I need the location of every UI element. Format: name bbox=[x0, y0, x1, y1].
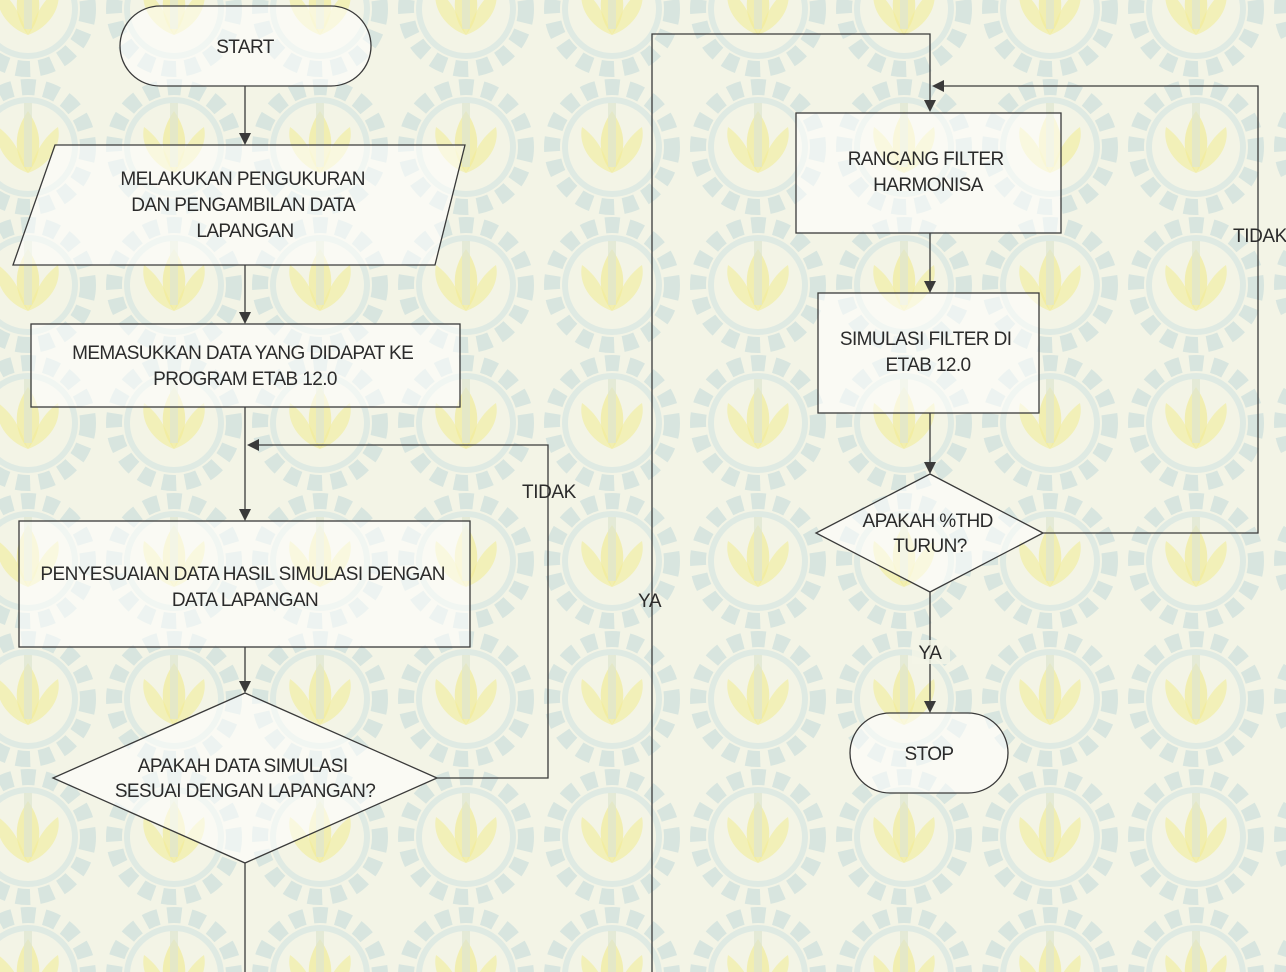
input-etab-label: MEMASUKKAN DATA YANG DIDAPAT KE PROGRAM … bbox=[72, 343, 418, 390]
decision-data-match-label: APAKAH DATA SIMULASI SESUAI DENGAN LAPAN… bbox=[115, 756, 375, 802]
design-filter-label: RANCANG FILTER HARMONISA bbox=[848, 149, 1009, 196]
simulate-filter-process bbox=[817, 292, 1040, 414]
edge-match-yes-connector bbox=[651, 33, 931, 972]
edge-thd-no-loop bbox=[942, 85, 1259, 534]
arrow-icon bbox=[239, 312, 251, 324]
edge-match-no-loop bbox=[257, 444, 549, 779]
arrow-icon bbox=[924, 701, 936, 713]
arrow-icon bbox=[924, 462, 936, 474]
arrow-icon bbox=[239, 133, 251, 145]
stop-terminator bbox=[849, 712, 1009, 794]
measure-data-label: MELAKUKAN PENGUKURAN DAN PENGAMBILAN DAT… bbox=[120, 169, 369, 242]
simulate-filter-label: SIMULASI FILTER DI ETAB 12.0 bbox=[840, 329, 1016, 376]
arrow-icon bbox=[932, 80, 944, 92]
start-label: START bbox=[216, 37, 275, 58]
arrow-icon bbox=[247, 439, 259, 451]
adjust-data-label: PENYESUAIAN DATA HASIL SIMULASI DENGAN D… bbox=[40, 564, 449, 611]
stop-label: STOP bbox=[905, 744, 954, 765]
thd-no-label: TIDAK bbox=[1233, 226, 1286, 247]
arrow-icon bbox=[924, 100, 936, 112]
arrow-icon bbox=[239, 681, 251, 693]
thd-yes-label: YA bbox=[918, 643, 942, 664]
input-etab-process bbox=[30, 323, 461, 408]
adjust-data-process bbox=[18, 520, 471, 648]
thd-yes-label-bg bbox=[912, 640, 950, 664]
measure-data-parallelogram bbox=[12, 144, 466, 266]
match-no-label: TIDAK bbox=[522, 482, 577, 503]
match-yes-label: YA bbox=[638, 591, 662, 612]
arrow-icon bbox=[924, 281, 936, 293]
decision-thd-label: APAKAH %THD TURUN? bbox=[863, 511, 998, 557]
design-filter-process bbox=[795, 112, 1062, 234]
arrow-icon bbox=[239, 509, 251, 521]
